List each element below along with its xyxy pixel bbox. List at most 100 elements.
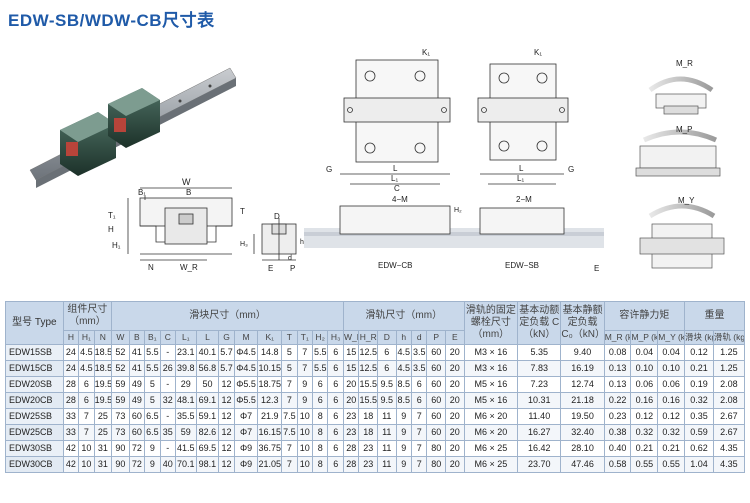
table-cell: EDW15SB — [5, 344, 64, 361]
subheader-cell: W — [111, 330, 130, 345]
table-cell: 0.12 — [630, 408, 659, 425]
table-cell: 16.15 — [257, 424, 283, 441]
subheader-cell: T — [281, 330, 298, 345]
table-cell: 6 — [377, 344, 397, 361]
subheader-cell: h — [395, 330, 413, 345]
table-cell: 6 — [327, 424, 344, 441]
top-view-cb — [343, 59, 451, 163]
table-cell: 15 — [342, 360, 360, 377]
table-cell: 9.5 — [377, 392, 397, 409]
dim-L1-cb: L₁ — [391, 174, 398, 183]
table-cell: M6 × 25 — [463, 456, 519, 473]
table-cell: 9 — [395, 440, 413, 457]
table-cell: M5 × 16 — [463, 376, 519, 393]
dim-E: E — [268, 264, 273, 273]
table-cell: 7 — [410, 440, 428, 457]
table-cell: 9 — [395, 408, 413, 425]
table-cell: 70.1 — [175, 456, 197, 473]
subheader-cell: H — [62, 330, 80, 345]
table-cell: 42 — [62, 440, 80, 457]
table-cell: 33 — [62, 408, 80, 425]
table-cell: 6 — [327, 376, 344, 393]
table-cell: 6 — [327, 360, 344, 377]
dim-W: W — [182, 177, 191, 187]
table-cell: 7 — [78, 424, 95, 441]
table-cell: 0.55 — [657, 456, 686, 473]
table-cell: 1.04 — [684, 456, 714, 473]
table-cell: 28 — [62, 376, 80, 393]
table-cell: 9.5 — [377, 376, 397, 393]
subheader-cell: L — [195, 330, 220, 345]
table-cell: 0.32 — [630, 424, 659, 441]
table-cell: 0.21 — [657, 440, 686, 457]
table-cell: 4.35 — [712, 456, 746, 473]
table-cell: 0.13 — [603, 376, 632, 393]
table-cell: 39.8 — [175, 360, 197, 377]
table-cell: 23 — [358, 456, 378, 473]
table-cell: 6 — [377, 360, 397, 377]
dim-H3: H₃ — [240, 241, 248, 248]
table-cell: 16.27 — [517, 424, 562, 441]
table-cell: 20 — [445, 360, 465, 377]
table-cell: 4.5 — [78, 360, 95, 377]
table-cell: 0.58 — [603, 456, 632, 473]
table-cell: M5 × 16 — [463, 392, 519, 409]
table-cell: 2.08 — [712, 392, 746, 409]
table-cell: 0.04 — [657, 344, 686, 361]
table-cell: 7 — [78, 408, 95, 425]
table-cell: 10 — [296, 424, 314, 441]
table-cell: 60 — [426, 392, 446, 409]
table-cell: 32 — [159, 392, 177, 409]
table-cell: 12.5 — [358, 344, 378, 361]
table-cell: 73 — [111, 424, 130, 441]
table-cell: 0.16 — [630, 392, 659, 409]
table-cell: 90 — [111, 456, 130, 473]
table-cell: 0.12 — [657, 408, 686, 425]
table-cell: 12 — [218, 376, 235, 393]
table-cell: 50 — [195, 376, 220, 393]
table-cell: 0.10 — [657, 360, 686, 377]
subheader-cell: M_R (kN-m) — [603, 330, 632, 345]
table-cell: 41 — [128, 344, 146, 361]
table-cell: 52 — [111, 360, 130, 377]
table-cell: 47.46 — [560, 456, 605, 473]
table-cell: 29 — [175, 376, 197, 393]
col-group-rail: 滑轨尺寸（mm） — [343, 301, 465, 331]
table-cell: - — [159, 344, 177, 361]
table-cell: 20 — [445, 392, 465, 409]
table-cell: 80 — [426, 456, 446, 473]
table-cell: 8 — [312, 408, 329, 425]
table-cell: 23 — [358, 440, 378, 457]
technical-drawings: W B₁ B T₁ T H H₁ N W_R D H₃ d h E P K₁ K… — [29, 48, 725, 273]
subheader-cell: W_R — [342, 330, 360, 345]
table-cell: 7 — [296, 344, 314, 361]
col-dynamic-load: 基本动额定负载 C（kN） — [517, 301, 562, 345]
table-cell: EDW30SB — [5, 440, 64, 457]
col-bolt: 滑轨的固定螺栓尺寸（mm） — [463, 301, 519, 345]
table-cell: 12.3 — [257, 392, 283, 409]
table-cell: 7 — [281, 440, 298, 457]
dim-WR: W_R — [180, 263, 198, 272]
table-cell: 5.35 — [517, 344, 562, 361]
table-cell: Φ9 — [233, 456, 259, 473]
dim-H1: H₁ — [112, 241, 121, 250]
dim-L-sb: L — [519, 164, 524, 173]
subheader-cell: G — [218, 330, 235, 345]
dim-L-cb: L — [393, 164, 398, 173]
table-cell: 12.5 — [358, 360, 378, 377]
cross-section-drawing — [127, 187, 233, 261]
subheader-cell: E — [445, 330, 465, 345]
caption-edw-sb: EDW−SB — [505, 261, 539, 270]
table-cell: EDW20CB — [5, 392, 64, 409]
table-cell: 10 — [296, 408, 314, 425]
subheader-cell: D — [377, 330, 397, 345]
dim-d: d — [288, 255, 292, 262]
table-cell: 9 — [144, 456, 161, 473]
table-cell: 20 — [445, 376, 465, 393]
table-cell: 7 — [281, 456, 298, 473]
table-cell: 36.75 — [257, 440, 283, 457]
table-cell: 5 — [144, 376, 161, 393]
